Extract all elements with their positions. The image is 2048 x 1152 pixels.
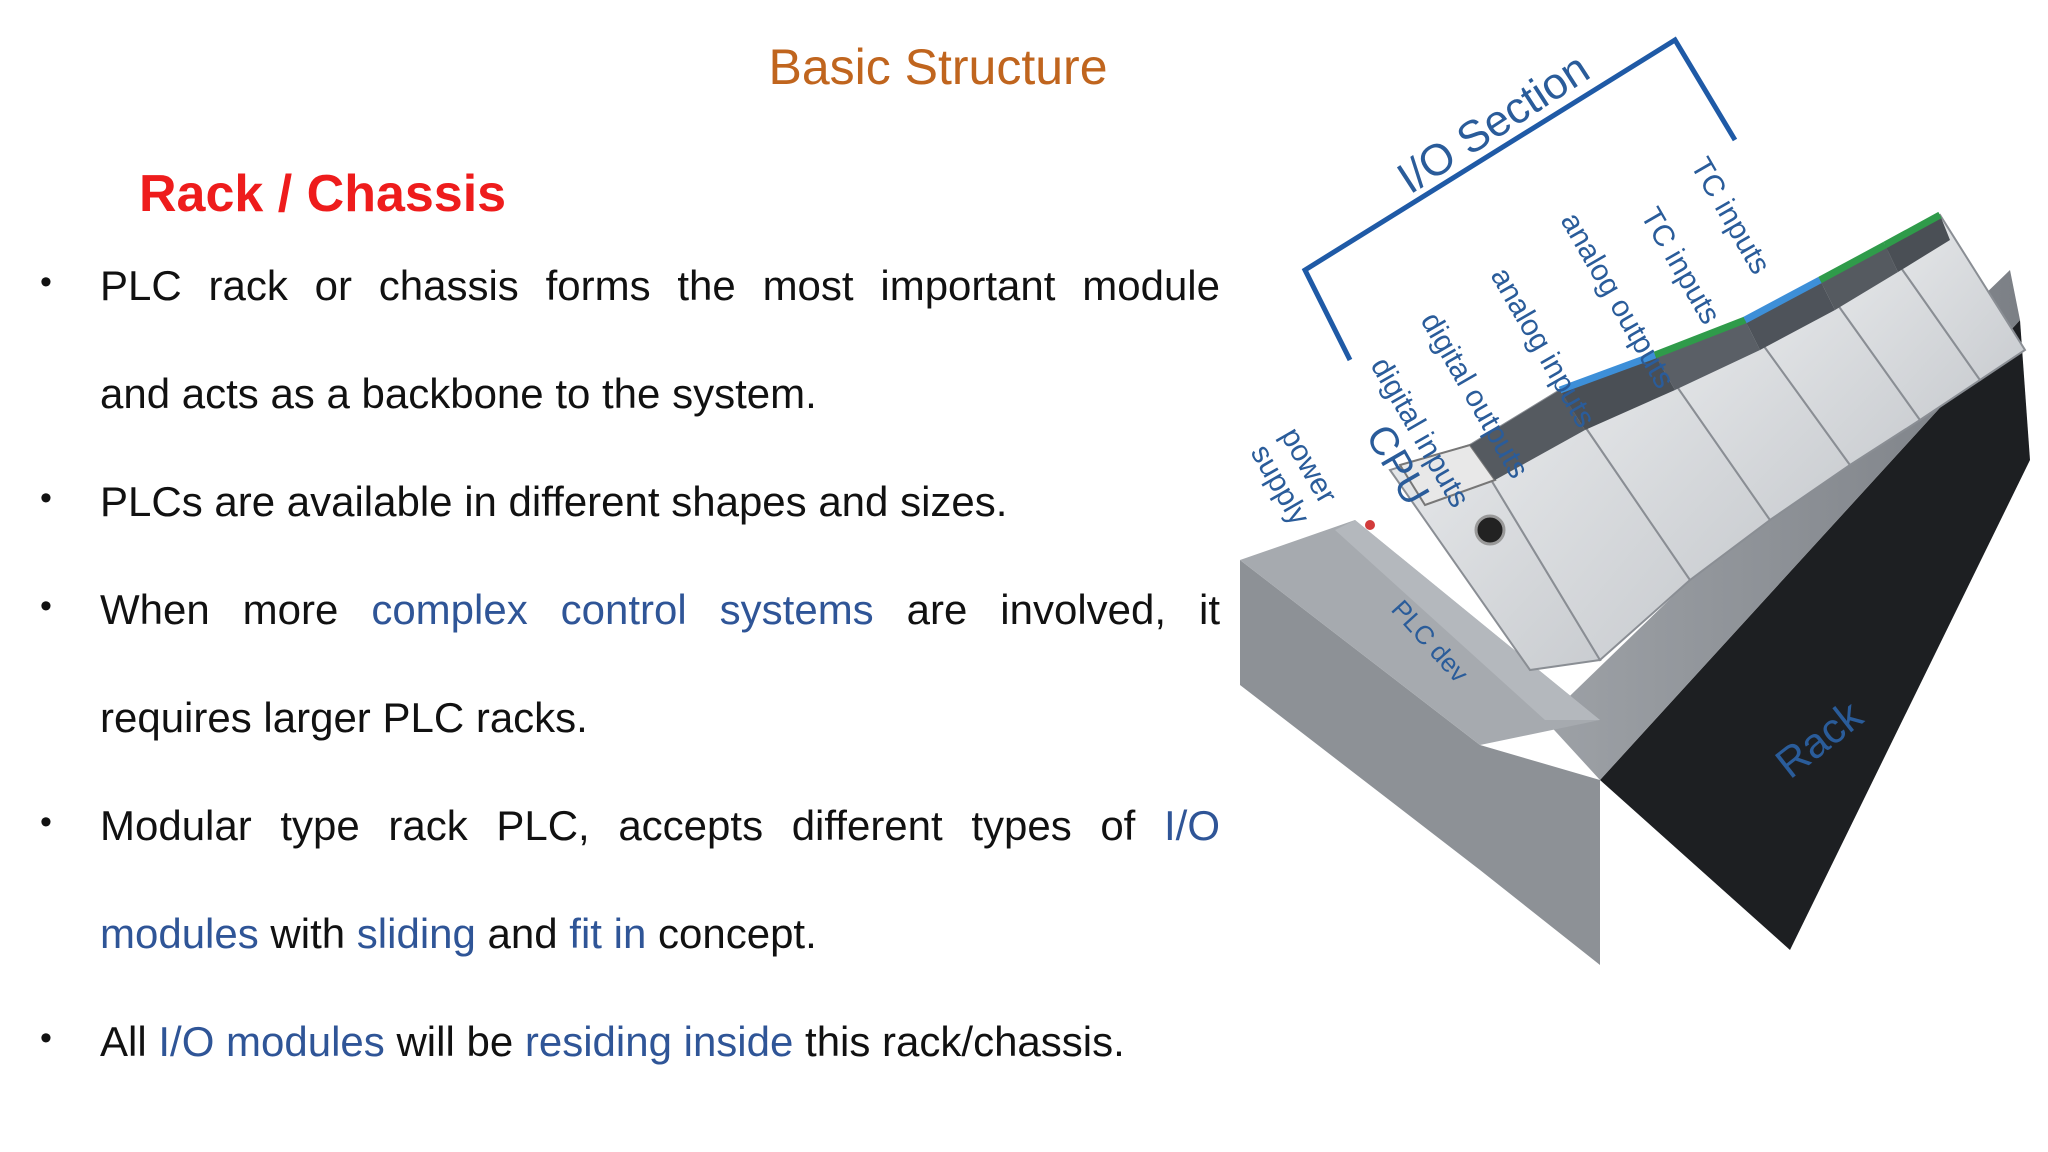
bullet-5-line-1: All I/O modules will be residing inside …: [100, 1018, 1220, 1066]
text-run: and acts as a backbone to the system.: [100, 370, 817, 417]
status-strip-blue: [1743, 276, 1822, 324]
bullet-marker: •: [40, 479, 52, 517]
bullet-2-line-1: PLCs are available in different shapes a…: [100, 478, 1220, 526]
slide-title: Basic Structure: [768, 39, 1108, 95]
status-strip-green: [1818, 241, 1887, 284]
highlight-run: modules: [100, 910, 259, 957]
text-run: PLC rack or chassis forms the most impor…: [100, 262, 1220, 309]
plc-rack-drawing: PLC dev I/O Section digital inputs digit…: [1240, 36, 2030, 965]
io-panel-3: [1655, 320, 1760, 390]
power-supply-top: [1240, 520, 1600, 745]
bullet-1-line-2: and acts as a backbone to the system.: [100, 370, 1220, 418]
text-run: this rack/chassis.: [793, 1018, 1125, 1065]
highlight-run: I/O modules: [158, 1018, 385, 1065]
text-run: All: [100, 1018, 159, 1065]
io-panel-4: [1745, 280, 1835, 350]
text-run: are involved, it: [873, 586, 1220, 633]
io-section-label: I/O Section: [1389, 44, 1598, 204]
io-section-bracket: [1301, 36, 1738, 362]
io-panel-1: [1470, 390, 1585, 480]
status-strip-green: [1653, 316, 1747, 359]
bullet-3-line-1: When more complex control systems are in…: [100, 586, 1220, 634]
power-supply-front: [1240, 560, 1600, 965]
module-label-tc-inputs-2: TC inputs: [1684, 152, 1777, 280]
text-run: and: [475, 910, 570, 957]
plc-rack-illustration: PLC dev I/O Section digital inputs digit…: [1230, 20, 2048, 980]
text-run: will be: [384, 1018, 525, 1065]
text-run: requires larger PLC racks.: [100, 694, 588, 741]
bullet-marker: •: [40, 1019, 52, 1057]
highlight-run: residing inside: [524, 1018, 794, 1065]
bullet-4-line-2: modules with sliding and fit in concept.: [100, 910, 1220, 958]
module-headers: [1365, 211, 1950, 546]
bullet-marker: •: [40, 803, 52, 841]
io-panel-5: [1820, 245, 1898, 310]
text-run: Modular type rack PLC, accepts different…: [100, 802, 1164, 849]
highlight-run: complex control systems: [371, 586, 874, 633]
highlight-run: I/O: [1163, 802, 1220, 849]
status-strip-blue: [1558, 351, 1657, 394]
bullet-4-line-1: Modular type rack PLC, accepts different…: [100, 802, 1220, 850]
bullet-1-line-1: PLC rack or chassis forms the most impor…: [100, 262, 1220, 310]
highlight-run: sliding: [356, 910, 476, 957]
highlight-run: fit in: [569, 910, 647, 957]
text-run: concept.: [646, 910, 817, 957]
power-led-icon: [1365, 520, 1375, 530]
status-strip-green: [1883, 211, 1942, 249]
text-run: PLCs are available in different shapes a…: [100, 478, 1008, 525]
bullet-marker: •: [40, 263, 52, 301]
io-panel-2: [1560, 355, 1675, 430]
bullet-marker: •: [40, 587, 52, 625]
text-run: with: [258, 910, 357, 957]
key-switch-icon: [1474, 514, 1506, 546]
section-heading: Rack / Chassis: [139, 165, 507, 223]
module-label-tc-inputs-1: TC inputs: [1634, 202, 1727, 330]
bullet-3-line-2: requires larger PLC racks.: [100, 694, 1220, 742]
io-panel-6: [1885, 215, 1950, 272]
text-run: When more: [100, 586, 372, 633]
rack-back-panel: [1600, 320, 2030, 950]
